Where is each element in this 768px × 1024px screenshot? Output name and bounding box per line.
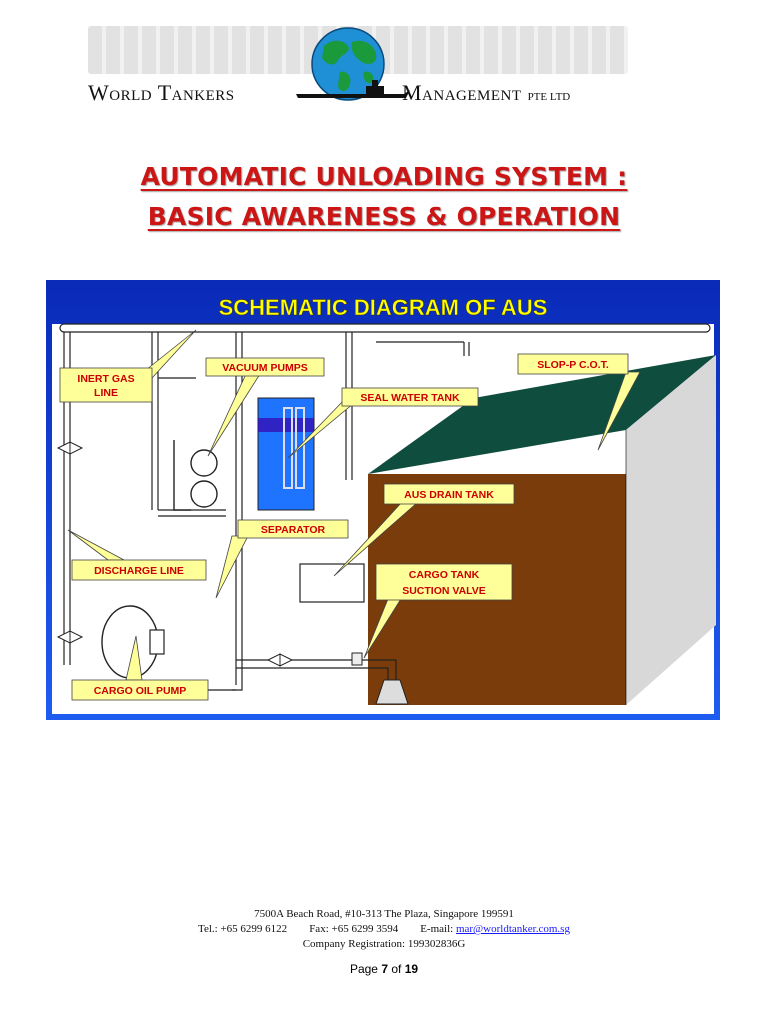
label-discharge-line: DISCHARGE LINE [94,565,184,577]
label-cargo-tank-1: CARGO TANK [409,569,480,581]
company-name-right: Management PTE LTD [402,80,570,106]
footer-tel: Tel.: +65 6299 6122 [198,923,288,935]
label-inert-gas-2: LINE [94,387,118,399]
page-current: 7 [381,962,388,976]
callout-cargo-oil-pump [71,679,209,701]
callout-pointer-slop [597,371,641,451]
callout-discharge-line [71,559,207,581]
separator-shape [299,563,365,603]
footer-contact: Tel.: +65 6299 6122 Fax: +65 6299 3594 E-m… [0,923,768,935]
label-cargo-tank-2: SUCTION VALVE [402,585,486,597]
callout-cargo-tank-suction-valve [375,563,513,601]
label-cargo-oil-pump: CARGO OIL PUMP [94,685,187,697]
company-name-left: World Tankers [88,80,235,105]
suction-valve-shape [351,652,409,705]
callout-aus-drain-tank [383,483,515,505]
label-separator: SEPARATOR [261,524,326,536]
valves [56,441,294,667]
page-prefix: Page [349,962,378,976]
label-aus-drain-tank: AUS DRAIN TANK [404,489,494,501]
document-title-line-1: AUTOMATIC UNLOADING SYSTEM : [140,162,628,191]
cargo-oil-pump-shape [101,605,165,679]
company-name-right-text: Management [402,80,522,105]
globe-logo [296,24,416,113]
company-suffix: PTE LTD [527,91,571,103]
label-inert-gas-1: INERT GAS [77,373,134,385]
letterhead: World Tankers Management PTE LTD [0,0,768,120]
page-of: of [391,962,402,976]
footer-fax: Fax: +65 6299 3594 [309,923,399,935]
diagram-heading: SCHEMATIC DIAGRAM OF AUS [219,295,548,320]
page-total: 19 [404,962,419,976]
schematic-diagram: SCHEMATIC DIAGRAM OF AUS [46,280,720,720]
schematic-figure: SCHEMATIC DIAGRAM OF AUS [46,280,720,720]
callout-inert-gas [59,367,153,403]
callout-separator [237,519,349,539]
callout-vacuum-pumps [205,357,325,377]
label-seal-water-tank: SEAL WATER TANK [360,392,460,404]
callout-seal-water-tank [341,387,479,407]
document-title-line-2: BASIC AWARENESS & OPERATION [147,202,621,231]
seal-water-tank-shape [257,397,315,511]
footer-email-link[interactable]: mar@worldtanker.com.sg [455,923,570,935]
callout-slop-p [517,353,629,375]
vacuum-pumps [173,440,218,511]
page-indicator: Page 7 of 19 [0,962,768,976]
footer-address: 7500A Beach Road, #10-313 The Plaza, Sin… [254,908,514,920]
footer-registration: Company Registration: 199302836G [302,938,466,950]
label-slop-p: SLOP-P C.O.T. [537,359,609,371]
footer-email-label: E-mail: [420,923,454,935]
label-vacuum-pumps: VACUUM PUMPS [222,362,308,374]
